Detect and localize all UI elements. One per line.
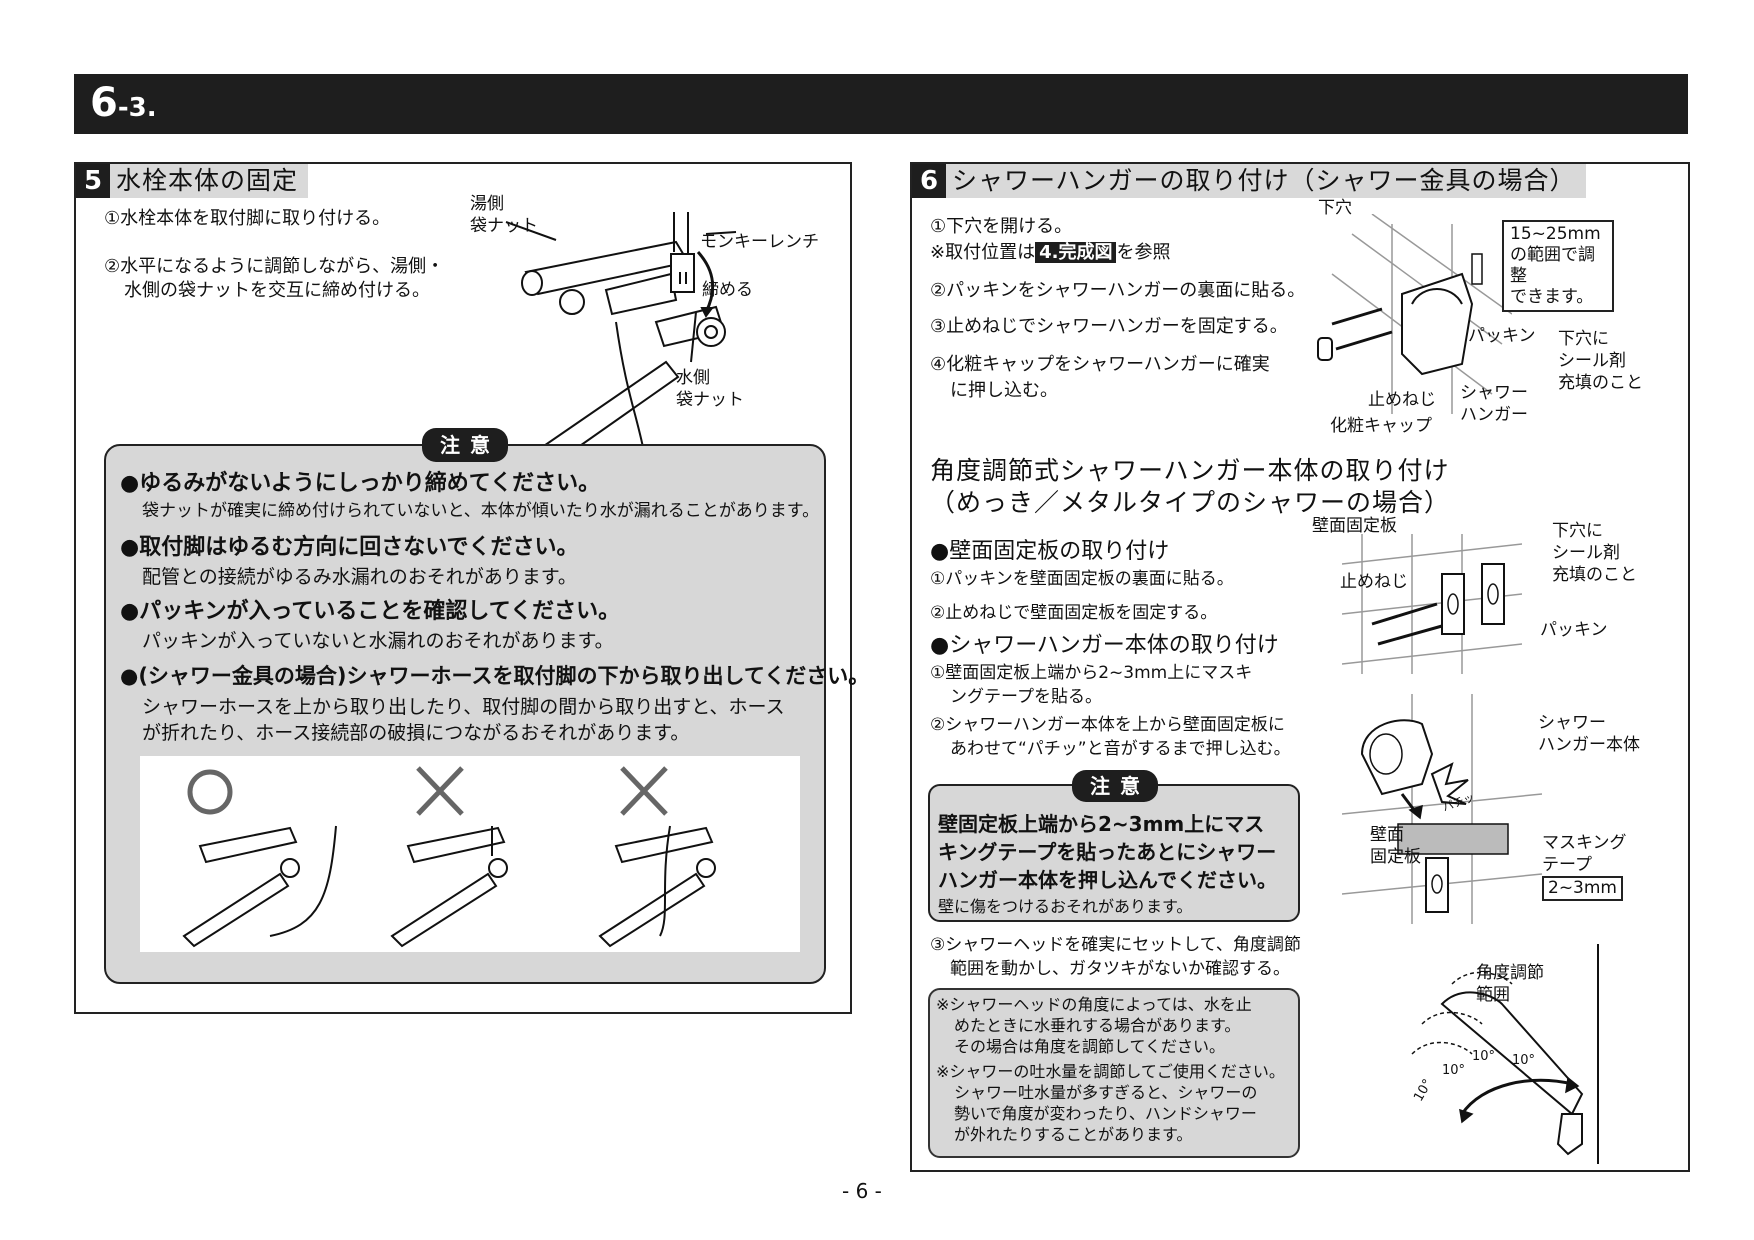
section-number: 6-3. — [90, 80, 157, 126]
caution-body-2: 配管との接続がゆるみ水漏れのおそれがあります。 — [142, 566, 577, 588]
label-sealant: 下穴に シール剤 充填のこと — [1558, 329, 1643, 393]
label-tighten: 締める — [702, 280, 753, 300]
label-hot-nut: 袋ナット — [470, 216, 538, 236]
caution-head-2: ●取付脚はゆるむ方向に回さないでください。 — [120, 535, 579, 560]
sub-title-1: 角度調節式シャワーハンガー本体の取り付け — [930, 456, 1450, 485]
label-wrench: モンキーレンチ — [700, 232, 819, 252]
hanger-step-1: ①下穴を開ける。 — [930, 216, 1073, 237]
hanger-body-tape-illustration — [1342, 694, 1542, 924]
label-hot-side: 湯側 — [470, 194, 504, 214]
gap-callout: 2~3mm — [1542, 876, 1623, 901]
step-1: ①水栓本体を取付脚に取り付ける。 — [104, 208, 391, 229]
caution-body-3: パッキンが入っていないと水漏れのおそれがあります。 — [142, 630, 614, 652]
label-deg-2: 10° — [1512, 1053, 1536, 1068]
note-2a: ※シャワーの吐水量を調節してご使用ください。 — [936, 1062, 1285, 1081]
caution-right-head-3: ハンガー本体を押し込んでください。 — [938, 868, 1277, 892]
label-pilot-hole: 下穴 — [1318, 198, 1352, 218]
section-title-6: 6 シャワーハンガーの取り付け（シャワー金具の場合） — [912, 164, 1586, 198]
wall-plate-step-1: ①パッキンを壁面固定板の裏面に貼る。 — [930, 569, 1234, 589]
note-2b: シャワー吐水量が多すぎると、シャワーの — [954, 1083, 1258, 1102]
hanger-body-step-2b: あわせて“パチッ”と音がするまで押し込む。 — [950, 739, 1291, 759]
caution-right-body: 壁に傷をつけるおそれがあります。 — [938, 897, 1193, 916]
label-masking-tape: マスキング テープ — [1542, 833, 1627, 875]
hanger-body-head: ●シャワーハンガー本体の取り付け — [930, 633, 1279, 658]
note-2c: 勢いで角度が変わったり、ハンドシャワー — [954, 1104, 1257, 1123]
hose-routing-examples — [140, 756, 800, 952]
wall-plate-head: ●壁面固定板の取り付け — [930, 539, 1170, 564]
sub-title-2: （めっき／メタルタイプのシャワーの場合） — [930, 488, 1451, 517]
hanger-mounting-illustration — [1317, 214, 1512, 414]
caution-head-1: ●ゆるみがないようにしっかり締めてください。 — [120, 471, 601, 496]
step-2-cont: 水側の袋ナットを交互に締め付ける。 — [124, 280, 430, 301]
label-cap: 化粧キャップ — [1330, 416, 1432, 436]
caution-right-head-2: キングテープを貼ったあとにシャワー — [938, 840, 1277, 864]
adjust-range-callout: 15~25mm の範囲で調整 できます。 — [1502, 220, 1614, 312]
label-deg-1: 10° — [1472, 1049, 1496, 1064]
step-2: ②水平になるように調節しながら、湯側・ — [104, 256, 445, 277]
notes-box — [928, 988, 1300, 1158]
note-1b: めたときに水垂れする場合があります。 — [954, 1016, 1241, 1035]
section-title: 5 水栓本体の固定 — [76, 164, 309, 198]
wall-plate-illustration — [1342, 534, 1522, 674]
label-screw: 止めねじ — [1368, 390, 1436, 410]
hanger-step-4a: ④化粧キャップをシャワーハンガーに確実 — [930, 354, 1270, 375]
caution-right-head-1: 壁固定板上端から2~3mm上にマス — [938, 812, 1265, 836]
angle-step-3a: ③シャワーヘッドを確実にセットして、角度調節 — [930, 935, 1301, 955]
ng-cross-icon-2 — [620, 766, 668, 816]
angle-step-3b: 範囲を動かし、ガタツキがないか確認する。 — [950, 959, 1290, 979]
wall-plate-step-2: ②止めねじで壁面固定板を固定する。 — [930, 603, 1218, 623]
hanger-body-step-1a: ①壁面固定板上端から2~3mm上にマスキ — [930, 663, 1253, 683]
panel-shower-hanger: 6 シャワーハンガーの取り付け（シャワー金具の場合） ①下穴を開ける。 ※取付位… — [910, 162, 1690, 1172]
label-water-nut: 袋ナット — [676, 390, 744, 410]
label-wall-packing: パッキン — [1540, 620, 1608, 640]
caution-tag-right: 注意 — [1072, 770, 1158, 802]
label-wall-screw: 止めねじ — [1340, 572, 1408, 592]
label-hanger-body: シャワー ハンガー本体 — [1538, 713, 1640, 755]
label-angle-range: 角度調節 範囲 — [1476, 963, 1544, 1005]
label-wall-plate: 壁面固定板 — [1312, 516, 1397, 536]
label-packing: パッキン — [1468, 326, 1536, 346]
caution-head-3: ●パッキンが入っていることを確認してください。 — [120, 599, 621, 624]
ok-circle-icon — [187, 769, 233, 815]
page-number: - 6 - — [842, 1179, 882, 1203]
note-1c: その場合は角度を調節してください。 — [954, 1037, 1226, 1056]
caution-body-4b: が折れたり、ホース接続部の破損につながるおそれがあります。 — [142, 722, 690, 744]
label-plate-small: 壁面 固定板 — [1370, 825, 1421, 867]
label-water-side: 水側 — [676, 368, 710, 388]
caution-head-4: ●(シャワー金具の場合)シャワーホースを取付脚の下から取り出してください。 — [120, 664, 870, 688]
ng-cross-icon-1 — [416, 766, 464, 816]
hanger-step-4b: に押し込む。 — [950, 380, 1058, 401]
hanger-body-step-1b: ングテープを貼る。 — [950, 687, 1102, 707]
caution-tag: 注意 — [422, 428, 508, 462]
hanger-step-3: ③止めねじでシャワーハンガーを固定する。 — [930, 316, 1288, 337]
label-hanger: シャワー ハンガー — [1460, 383, 1528, 425]
caution-body-4a: シャワーホースを上から取り出したり、取付脚の間から取り出すと、ホース — [142, 696, 785, 718]
caution-body-1: 袋ナットが確実に締め付けられていないと、本体が傾いたり水が漏れることがあります。 — [142, 501, 820, 521]
angle-range-illustration — [1411, 944, 1599, 1164]
note-1a: ※シャワーヘッドの角度によっては、水を止 — [936, 995, 1252, 1014]
hose-routing-illustration — [182, 766, 716, 948]
header-bar: 6-3. — [74, 74, 1688, 134]
hanger-step-2: ②パッキンをシャワーハンガーの裏面に貼る。 — [930, 280, 1306, 301]
label-wall-sealant: 下穴に シール剤 充填のこと — [1552, 521, 1637, 585]
label-deg-3: 10° — [1442, 1063, 1466, 1078]
note-2d: が外れたりすることがあります。 — [954, 1125, 1193, 1144]
hanger-body-step-2a: ②シャワーハンガー本体を上から壁面固定板に — [930, 715, 1285, 735]
ref-badge: 4.完成図 — [1035, 242, 1117, 263]
